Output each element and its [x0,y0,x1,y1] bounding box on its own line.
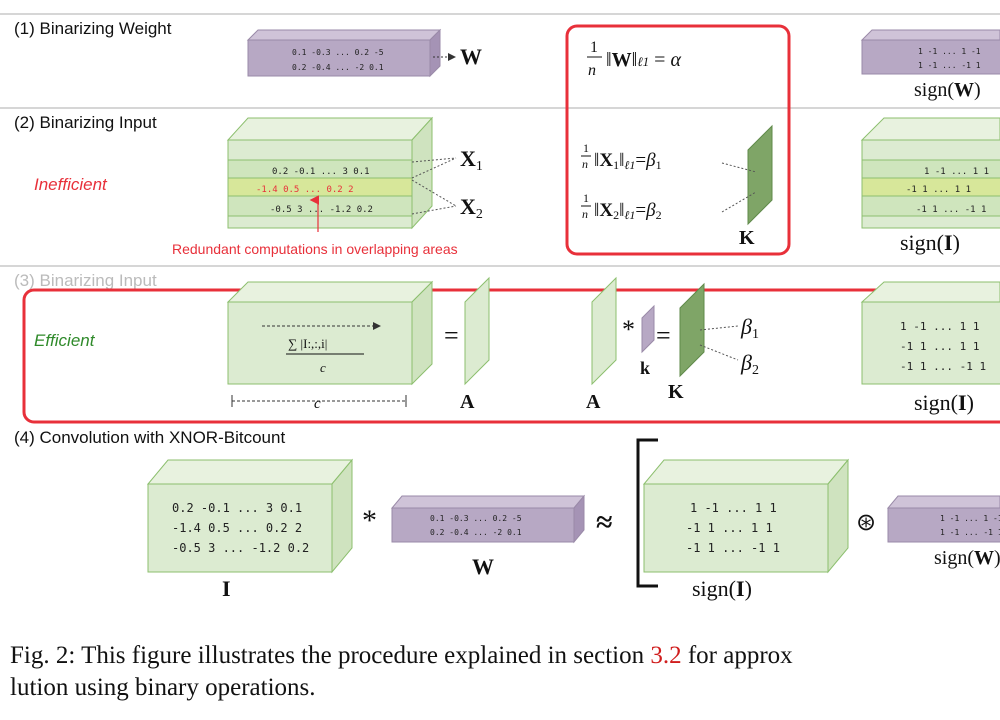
svg-text:‖X2‖ℓ1=β2: ‖X2‖ℓ1=β2 [594,200,662,222]
label-i: I [222,576,231,601]
sign-i-tensor-section4: 1 -1 ... 1 1 -1 1 ... 1 1 -1 1 ... -1 1 [642,458,850,574]
svg-text:n: n [582,157,588,171]
x-row1: 0.2 -0.1 ... 3 0.1 [272,167,370,177]
w-row2: 0.2 -0.4 ... -2 0.1 [292,63,384,72]
si-row1: 1 -1 ... 1 1 [690,501,777,515]
label-w: W [460,44,482,69]
w-row1: 0.1 -0.3 ... 0.2 -5 [292,48,384,57]
section3-title: (3) Binarizing Input [14,271,157,290]
svg-text:1: 1 [590,39,598,56]
i-row3: -0.5 3 ... -1.2 0.2 [172,541,309,555]
sign3-row3: -1 1 ... -1 1 [900,360,986,373]
equals-sign-2: = [656,321,671,350]
k-plane-section3 [679,282,739,378]
caption-line1-prefix: Fig. 2: This figure illustrates the proc… [10,642,651,669]
label-sign-i-2: sign(I) [900,230,960,255]
approx-sign: ≈ [596,506,612,539]
sign3-row1: 1 -1 ... 1 1 [900,320,979,333]
c-dimension-label: c [314,396,321,412]
sum-expression: ∑ |I:,:,i| [288,336,327,351]
svg-text:1: 1 [583,191,589,205]
svg-text:n: n [588,62,596,79]
caption-line1-suffix: for approx [681,642,793,669]
sign3-row2: -1 1 ... 1 1 [900,340,979,353]
alpha-beta-box [565,24,791,256]
caption-section-ref[interactable]: 3.2 [650,642,682,669]
x-row3: -0.5 3 ... -1.2 0.2 [270,205,373,215]
label-inefficient: Inefficient [34,175,108,194]
i-row1: 0.2 -0.1 ... 3 0.1 [172,501,302,515]
w4-row2: 0.2 -0.4 ... -2 0.1 [430,528,522,537]
signw-row1: 1 -1 ... 1 -1 [918,47,981,56]
label-sign-i-4: sign(I) [692,576,752,601]
label-beta2: β2 [740,350,759,378]
label-redundant: Redundant computations in overlapping ar… [172,241,458,257]
svg-text:1: 1 [583,141,589,155]
caption-line2: lution using binary operations. [10,674,316,701]
input-tensor-stacked: 0.2 -0.1 ... 3 0.1 -1.4 0.5 ... 0.2 2 -0… [226,116,434,230]
beta2-equation: 1 n ‖X2‖ℓ1=β2 [581,191,662,222]
connector-lines [411,157,457,215]
sign-w-tensor: 1 -1 ... 1 -1 1 -1 ... -1 1 [860,29,1000,75]
label-efficient: Efficient [34,331,96,350]
conv-star-1: * [622,315,635,344]
alpha-equation: 1 n ‖W‖ℓ1 = α [587,39,681,79]
label-sign-i-3: sign(I) [914,390,974,415]
conv-star-2: * [362,504,377,537]
label-k-3: K [668,381,684,403]
si-row3: -1 1 ... -1 1 [686,541,780,555]
svg-text:‖W‖ℓ1 = α: ‖W‖ℓ1 = α [606,49,681,71]
sign-w-tensor-section4: 1 -1 ... 1 -1 1 -1 ... -1 1 [886,495,1000,543]
beta1-equation: 1 n ‖X1‖ℓ1=β1 [581,141,662,172]
svg-text:n: n [582,207,588,221]
section4-title: (4) Convolution with XNOR-Bitcount [14,428,285,447]
input-cube-section3: ∑ |I:,:,i| c [226,280,434,386]
si-row2: -1 1 ... 1 1 [686,521,773,535]
sx-row1: 1 -1 ... 1 1 [924,167,989,177]
label-a-2: A [586,391,601,413]
i-row2: -1.4 0.5 ... 0.2 2 [172,521,302,535]
efficient-box [22,288,1000,424]
label-sign-w-4: sign(W) [934,547,1000,569]
sw4-row1: 1 -1 ... 1 -1 [940,514,1000,523]
sx-row3: -1 1 ... -1 1 [916,205,986,215]
label-x1: X1 [460,146,483,174]
label-beta1: β1 [740,314,759,342]
left-bracket [636,438,658,588]
section2-title: (2) Binarizing Input [14,113,157,132]
label-k-2: K [739,227,755,249]
a-plane-2 [591,276,617,386]
weight-tensor-w-section4: 0.1 -0.3 ... 0.2 -5 0.2 -0.4 ... -2 0.1 [390,494,586,544]
k-plane-section2 [721,124,773,226]
sign-i-tensor-section3: 1 -1 ... 1 1 -1 1 ... 1 1 -1 1 ... -1 1 [860,281,1000,385]
a-plane-1 [464,276,490,386]
label-k-small: k [640,358,650,378]
label-a-1: A [460,391,475,413]
w4-row1: 0.1 -0.3 ... 0.2 -5 [430,514,522,523]
sw4-row2: 1 -1 ... -1 1 [940,528,1000,537]
weight-tensor-w: 0.1 -0.3 ... 0.2 -5 0.2 -0.4 ... -2 0.1 [246,28,442,78]
figure-caption: Fig. 2: This figure illustrates the proc… [10,640,1000,704]
x-row2: -1.4 0.5 ... 0.2 2 [256,185,354,195]
equals-sign-1: = [444,321,459,350]
label-sign-w: sign(W) [914,79,981,101]
svg-text:‖X1‖ℓ1=β1: ‖X1‖ℓ1=β1 [594,150,662,172]
label-x2: X2 [460,194,483,222]
sum-denominator: c [320,360,326,375]
input-tensor-i: 0.2 -0.1 ... 3 0.1 -1.4 0.5 ... 0.2 2 -0… [146,458,354,574]
label-w-4: W [472,554,494,579]
k-small-plane [641,304,655,354]
signw-row2: 1 -1 ... -1 1 [918,61,981,70]
xnor-operator: ⊛ [856,510,876,536]
section1-title: (1) Binarizing Weight [14,19,172,38]
sign-x-tensor: 1 -1 ... 1 1 -1 1 ... 1 1 -1 1 ... -1 1 [860,117,1000,229]
sx-row2: -1 1 ... 1 1 [906,185,971,195]
